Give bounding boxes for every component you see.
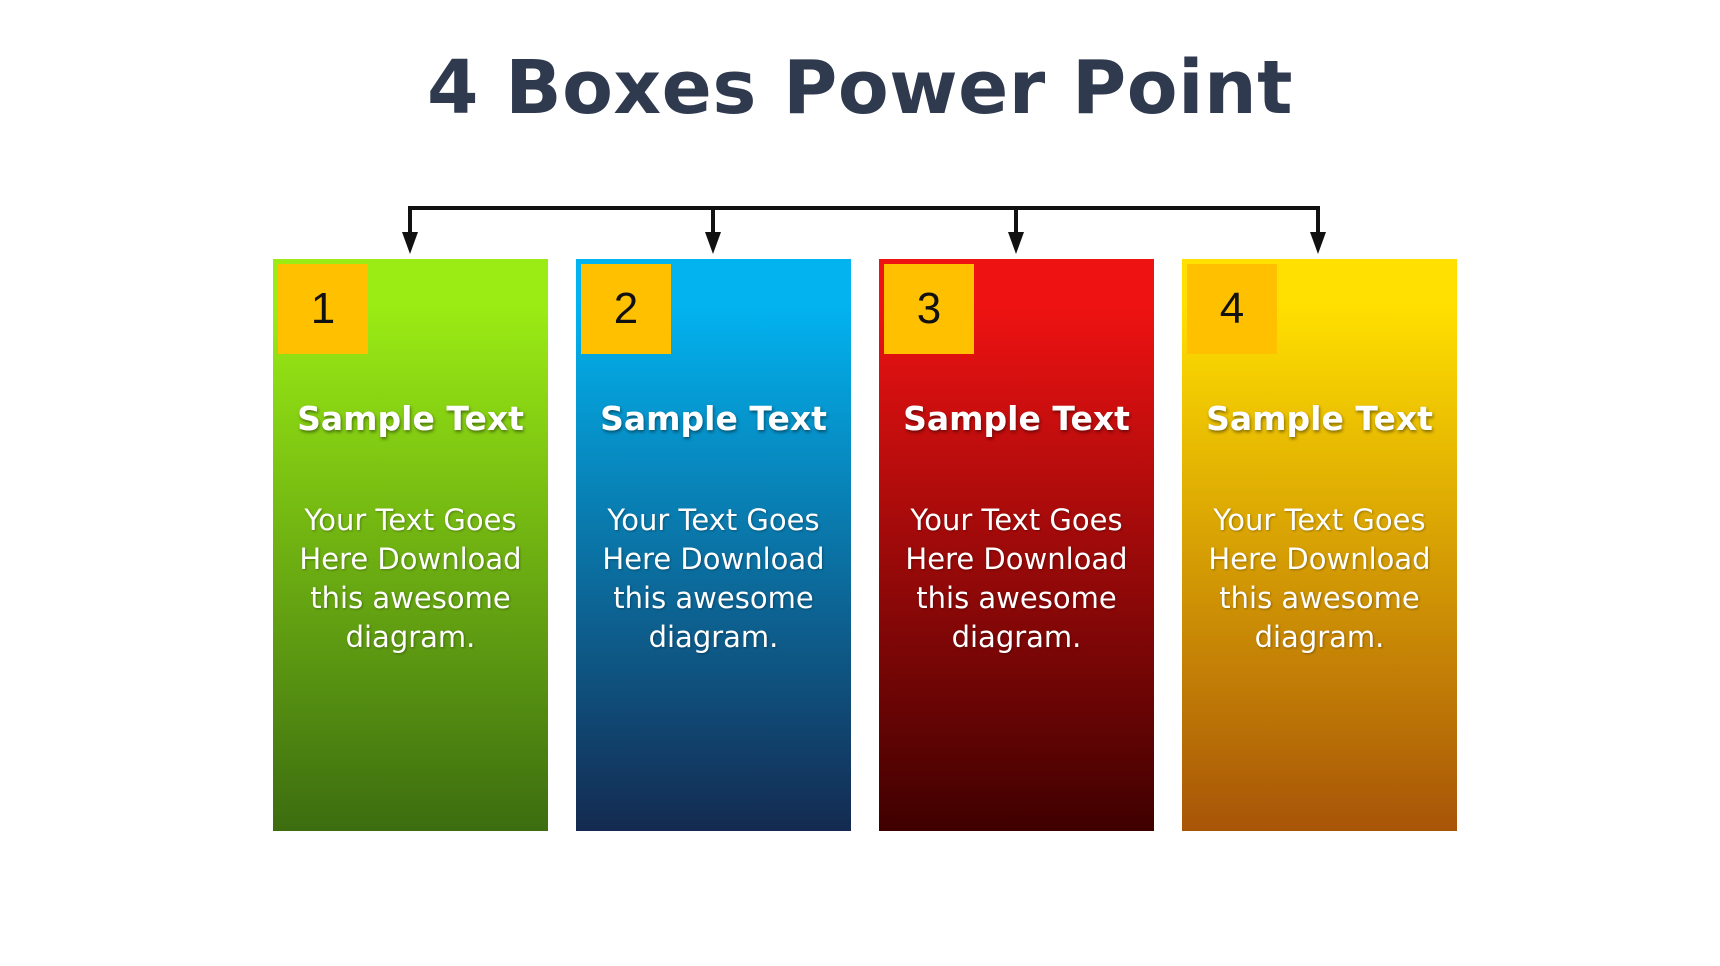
arrow-head-3 [1008,232,1024,254]
box-body-1: Your Text Goes Here Download this awesom… [299,503,522,654]
arrow-head-2 [705,232,721,254]
box-heading-2: Sample Text [600,399,827,438]
box-body-3: Your Text Goes Here Download this awesom… [905,503,1128,654]
box-1: 1 Sample Text Your Text Goes Here Downlo… [273,259,548,831]
box-body-2: Your Text Goes Here Download this awesom… [602,503,825,654]
box-heading-1: Sample Text [297,399,524,438]
box-3: 3 Sample Text Your Text Goes Here Downlo… [879,259,1154,831]
arrow-head-4 [1310,232,1326,254]
box-body-4: Your Text Goes Here Download this awesom… [1208,503,1431,654]
number-badge-2: 2 [581,264,671,354]
box-4: 4 Sample Text Your Text Goes Here Downlo… [1182,259,1457,831]
connector-bracket-line [408,206,1320,232]
box-2: 2 Sample Text Your Text Goes Here Downlo… [576,259,851,831]
number-badge-3: 3 [884,264,974,354]
slide-title: 4 Boxes Power Point [426,45,1294,131]
arrow-head-1 [402,232,418,254]
number-badge-1: 1 [278,264,368,354]
box-heading-4: Sample Text [1206,399,1433,438]
box-heading-3: Sample Text [903,399,1130,438]
number-badge-4: 4 [1187,264,1277,354]
